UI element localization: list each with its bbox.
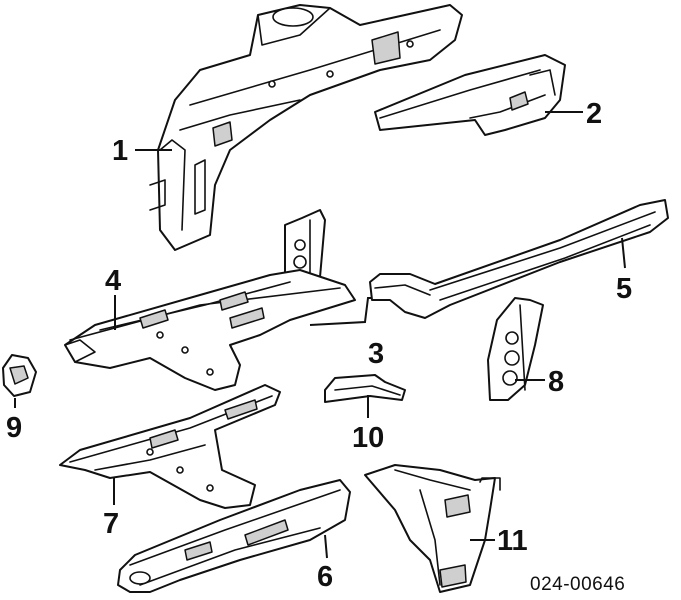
part-7-crossmember bbox=[59, 384, 281, 509]
part-11-bracket-assembly bbox=[364, 464, 501, 593]
part-1-strut-tower bbox=[149, 4, 463, 251]
callout-6: 6 bbox=[317, 561, 333, 593]
part-5-side-rail bbox=[369, 199, 669, 319]
diagram-code: 024-00646 bbox=[530, 574, 625, 595]
part-9-clip bbox=[2, 354, 37, 397]
leader-6 bbox=[324, 534, 328, 559]
leader-5 bbox=[621, 237, 626, 269]
callout-3: 3 bbox=[368, 338, 384, 370]
callout-11: 11 bbox=[497, 525, 528, 557]
callout-4: 4 bbox=[105, 265, 121, 297]
part-4-crossmember bbox=[64, 269, 356, 391]
callout-8: 8 bbox=[548, 366, 564, 398]
callout-7: 7 bbox=[103, 508, 119, 540]
callout-5: 5 bbox=[616, 273, 632, 305]
leader-3 bbox=[309, 297, 372, 326]
part-10-channel bbox=[324, 374, 406, 403]
callout-10: 10 bbox=[352, 422, 384, 454]
part-6-lower-rail bbox=[117, 479, 351, 593]
callout-2: 2 bbox=[586, 98, 602, 130]
callout-1: 1 bbox=[112, 135, 128, 167]
part-2-bracket-rail bbox=[374, 54, 566, 136]
leader-lines bbox=[14, 111, 626, 559]
part-8-bracket bbox=[487, 297, 544, 401]
callout-9: 9 bbox=[6, 412, 22, 444]
